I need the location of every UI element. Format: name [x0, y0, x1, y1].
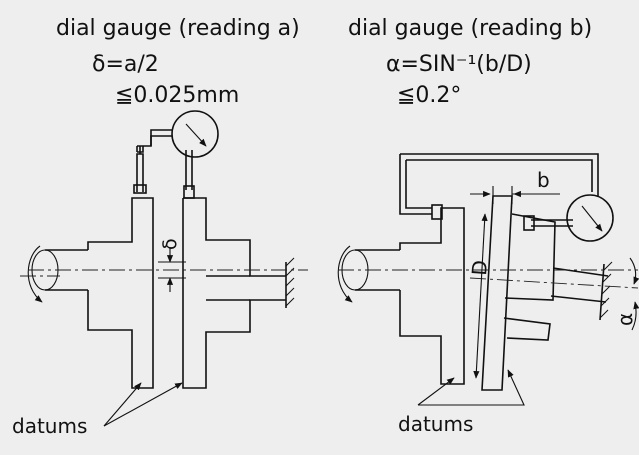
left-formula: δ=a/2	[92, 52, 159, 77]
b-dimension	[470, 186, 560, 204]
rotation-arrow-icon	[337, 245, 353, 303]
alpha-dimension	[629, 257, 639, 331]
right-hub-b	[481, 195, 513, 391]
dial-gauge-icon	[171, 110, 219, 158]
right-datums-leaders	[417, 369, 525, 406]
left-hub-a	[87, 197, 154, 389]
left-hub-b	[183, 197, 286, 277]
d-dimension	[473, 213, 488, 379]
alpha-label: α	[613, 313, 637, 326]
b-label: b	[537, 168, 550, 192]
right-shaft-b	[550, 267, 609, 303]
left-figure: δ datums	[12, 110, 308, 438]
delta-label: δ	[159, 238, 181, 250]
left-wall-hatch	[285, 257, 295, 307]
right-figure: b D α datums	[337, 153, 639, 436]
right-wall-hatch	[599, 261, 613, 319]
left-limit: ≦0.025mm	[115, 83, 239, 108]
right-limit: ≦0.2°	[397, 83, 461, 108]
right-formula: α=SIN⁻¹(b/D)	[386, 52, 532, 77]
rotation-arrow-icon	[27, 245, 43, 303]
right-datums-label: datums	[398, 412, 473, 436]
left-shaft-b	[206, 275, 250, 301]
left-title: dial gauge (reading a)	[56, 16, 300, 41]
d-label: D	[467, 259, 492, 276]
left-datums-leaders	[103, 382, 183, 427]
left-gauge-bracket	[133, 129, 195, 199]
right-gauge-bracket	[399, 153, 599, 231]
dial-gauge-icon	[566, 194, 614, 242]
delta-dimension	[158, 248, 186, 292]
right-title: dial gauge (reading b)	[348, 16, 592, 41]
right-hub-a	[399, 207, 465, 385]
left-datums-label: datums	[12, 414, 87, 438]
